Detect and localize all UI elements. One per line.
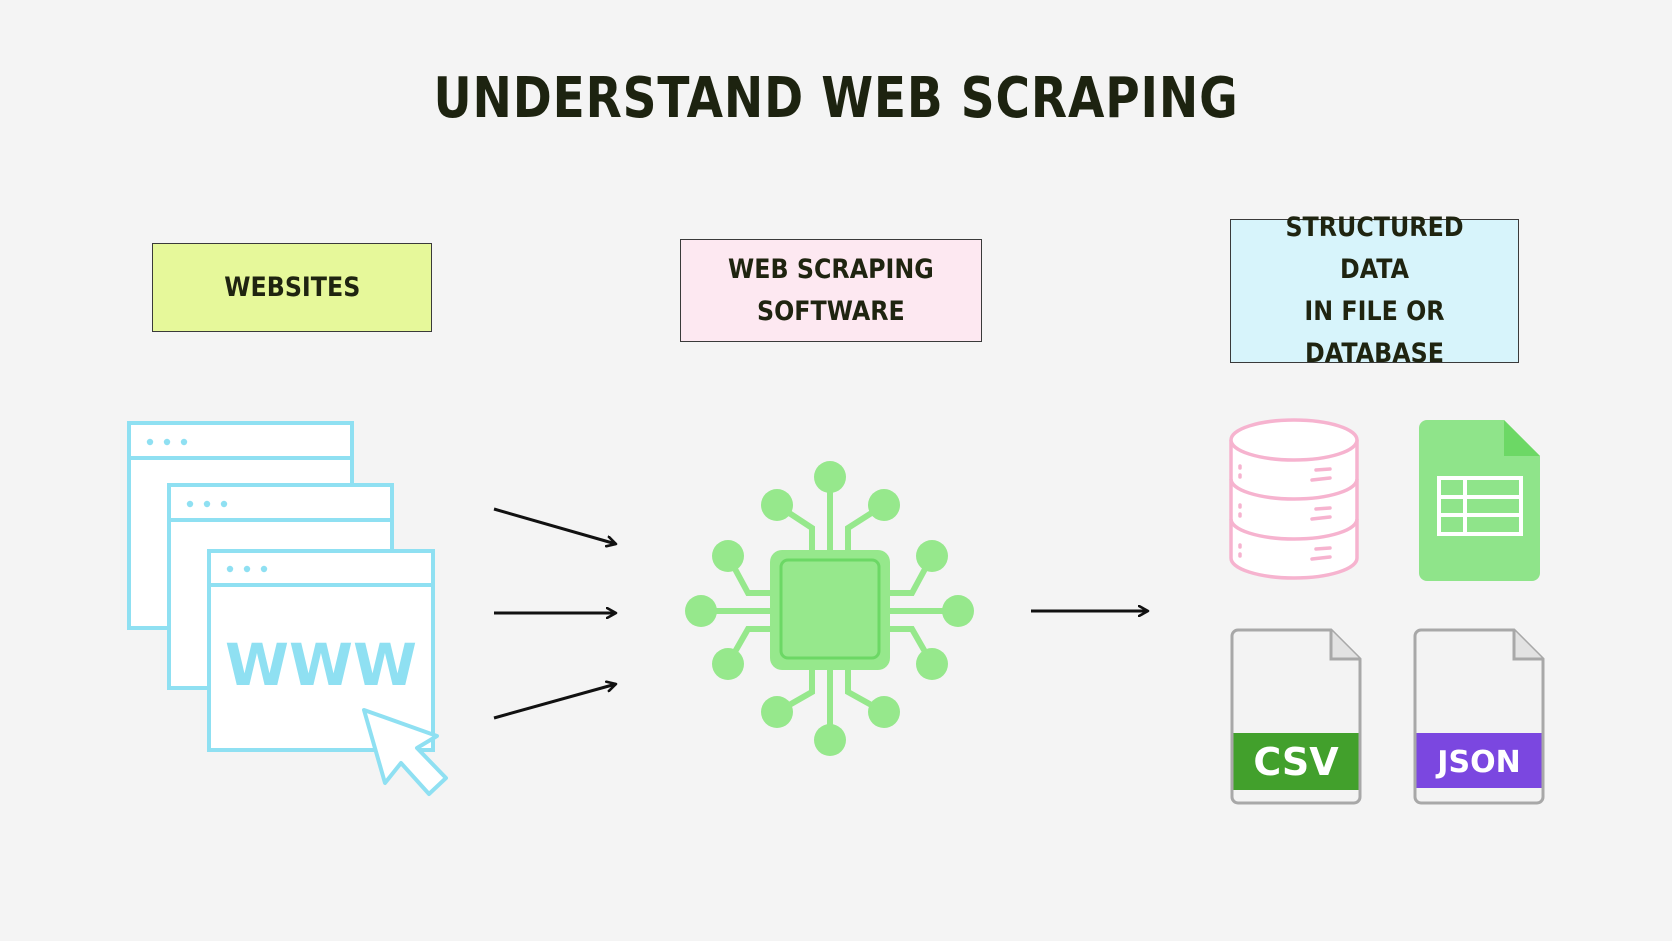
- spreadsheet-file-icon: [1419, 420, 1540, 581]
- websites-browser-icon: [127, 421, 435, 752]
- json-file-icon: JSON: [1413, 628, 1545, 805]
- structured-label-line-2: IN FILE OR: [1304, 296, 1445, 327]
- cursor-pointer-icon: [362, 708, 448, 796]
- www-text: WWW: [225, 631, 417, 699]
- structured-label-line-3: DATABASE: [1305, 338, 1444, 369]
- arrow-bottom: [493, 684, 616, 720]
- software-label-line-1: WEB SCRAPING: [728, 253, 934, 285]
- processor-chip-icon: [685, 461, 974, 756]
- software-label-line-2: SOFTWARE: [757, 295, 905, 327]
- websites-label: WEBSITES: [223, 271, 361, 303]
- csv-file-icon: CSV: [1230, 628, 1362, 805]
- web-scraping-software-label-box: WEB SCRAPING SOFTWARE: [680, 239, 982, 342]
- structured-data-label-box: STRUCTURED DATA IN FILE OR DATABASE: [1230, 212, 1519, 369]
- websites-label-box: WEBSITES: [152, 243, 432, 332]
- page-title: UNDERSTAND WEB SCRAPING: [433, 66, 1239, 131]
- browser-window-front-icon: [207, 549, 435, 752]
- arrow-top: [493, 507, 616, 544]
- structured-label-line-1: STRUCTURED DATA: [1285, 212, 1464, 285]
- csv-label: CSV: [1253, 740, 1339, 784]
- json-label: JSON: [1435, 745, 1520, 780]
- database-icon: [1229, 418, 1359, 580]
